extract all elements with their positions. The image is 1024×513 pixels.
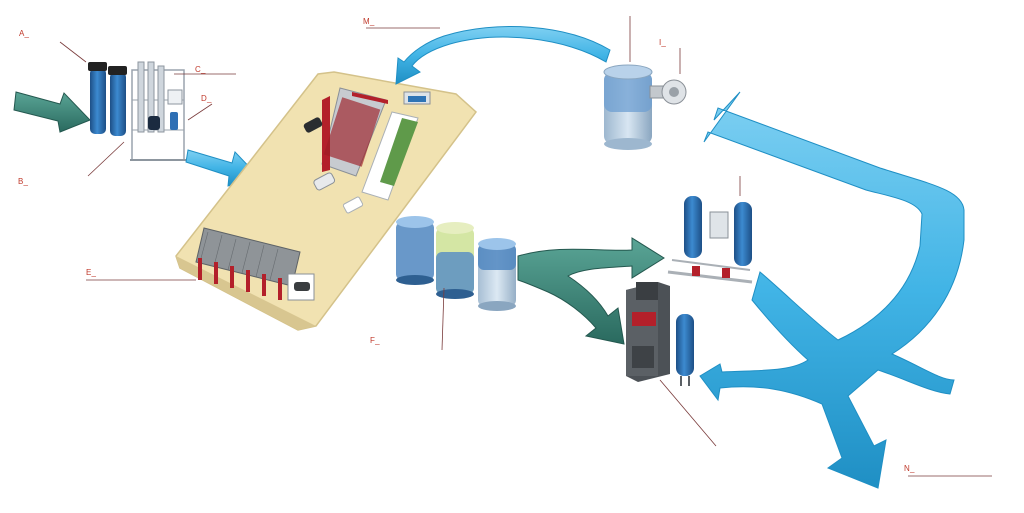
recycled-water-return-flow (699, 91, 965, 489)
label-e: E_ (86, 268, 97, 277)
treatment-cabinet (626, 282, 694, 386)
label-a: A_ (19, 29, 30, 38)
car-wash-platform (175, 71, 478, 331)
settling-tanks (396, 216, 516, 311)
reverse-osmosis-unit (130, 61, 186, 161)
leader-lines (59, 16, 992, 477)
label-i: I_ (659, 38, 667, 47)
label-f: F_ (370, 336, 380, 345)
label-b: B_ (18, 177, 29, 186)
label-d: D_ (201, 94, 212, 103)
inlet-flow-arrow (13, 91, 91, 133)
pressure-filter-tanks (667, 196, 753, 284)
process-split-arrow (517, 237, 665, 345)
storage-tank-with-blower (603, 64, 687, 150)
label-c: C_ (195, 65, 206, 74)
label-n: N_ (904, 464, 915, 473)
label-m: M_ (363, 17, 375, 26)
prefilter-tanks (88, 62, 127, 136)
recycled-water-arrow (395, 26, 611, 85)
